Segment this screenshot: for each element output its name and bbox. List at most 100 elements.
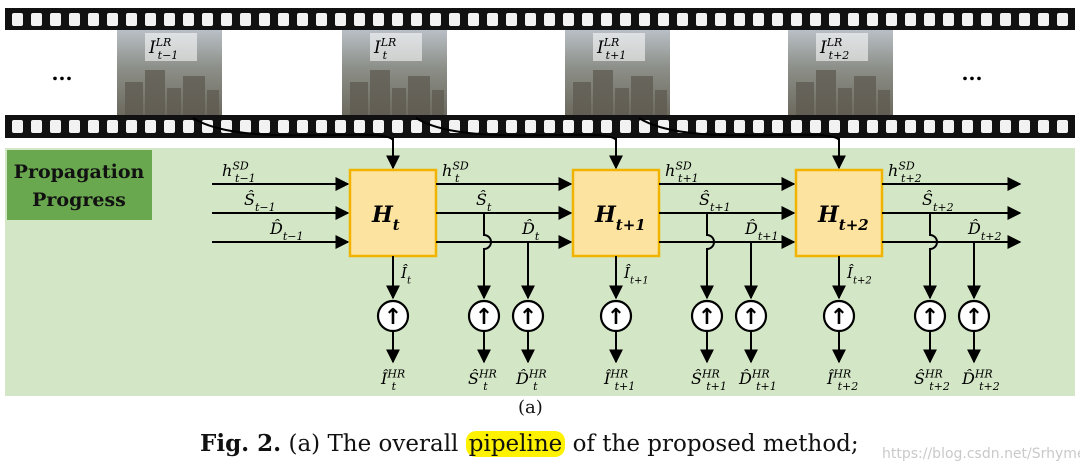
upsample-I-icon: ↑: [822, 299, 856, 333]
sprocket-hole: [715, 13, 726, 26]
sprocket-hole: [753, 13, 764, 26]
propagation-label-line1: Propagation: [14, 161, 145, 183]
sprocket-hole: [810, 13, 821, 26]
sprocket-hole: [981, 13, 992, 26]
sprocket-hole: [943, 13, 954, 26]
sprocket-hole: [12, 120, 23, 133]
building-shape: [878, 90, 890, 115]
sprocket-hole: [202, 13, 213, 26]
sprocket-hole: [962, 120, 973, 133]
upsample-S-icon: ↑: [690, 299, 724, 333]
sprocket-hole: [582, 120, 593, 133]
output-label-s: Ŝt+2: [922, 189, 954, 214]
output-label-I: Ît+2: [846, 264, 872, 286]
H-block-box: [348, 168, 438, 258]
sprocket-hole: [924, 120, 935, 133]
H-block-label: Ht: [371, 202, 400, 234]
sprocket-hole: [753, 120, 764, 133]
sprocket-hole: [658, 13, 669, 26]
svg-text:↑: ↑: [384, 305, 402, 330]
film-sprockets-top: [12, 13, 1068, 26]
building-shape: [796, 82, 814, 115]
propagation-panel: [5, 148, 1075, 396]
sprocket-hole: [335, 120, 346, 133]
ellipsis-right: ...: [962, 61, 983, 85]
sprocket-hole: [411, 120, 422, 133]
sprocket-hole: [772, 120, 783, 133]
sprocket-hole: [582, 13, 593, 26]
sprocket-hole: [525, 13, 536, 26]
upsample-I-icon: ↑: [376, 299, 410, 333]
sprocket-hole: [563, 13, 574, 26]
svg-text:↑: ↑: [742, 305, 760, 330]
output-label-I: Ît: [400, 264, 412, 286]
upsample-D-icon: ↑: [511, 299, 545, 333]
svg-text:↑: ↑: [519, 305, 537, 330]
sprocket-hole: [487, 120, 498, 133]
sprocket-hole: [316, 13, 327, 26]
sprocket-hole: [278, 13, 289, 26]
ellipsis-left: ...: [52, 61, 73, 85]
sprocket-hole: [487, 13, 498, 26]
building-shape: [615, 88, 629, 115]
frame-link-curve: [638, 117, 840, 141]
sprocket-hole: [829, 13, 840, 26]
sprocket-hole: [1057, 13, 1068, 26]
sprocket-hole: [373, 120, 384, 133]
building-shape: [655, 90, 667, 115]
S-branch-line: [700, 213, 715, 300]
sprocket-hole: [31, 13, 42, 26]
H-block-label: Ht+2: [817, 202, 869, 234]
sprocket-hole: [734, 120, 745, 133]
sprocket-hole: [31, 120, 42, 133]
output-label-I: Ît+1: [623, 264, 649, 286]
sprocket-hole: [1000, 120, 1011, 133]
frame-label-bg: [593, 33, 645, 61]
sprocket-hole: [240, 13, 251, 26]
sprocket-hole: [145, 13, 156, 26]
building-shape: [854, 76, 876, 115]
H-block-box: [571, 168, 661, 258]
building-shape: [573, 82, 591, 115]
sprocket-hole: [354, 120, 365, 133]
sprocket-hole: [107, 120, 118, 133]
sprocket-hole: [715, 120, 726, 133]
figure-caption: Fig. 2. (a) The overall pipeline of the …: [200, 430, 859, 470]
sprocket-hole: [867, 120, 878, 133]
caption-highlight: pipeline: [465, 431, 566, 457]
svg-text:↑: ↑: [475, 305, 493, 330]
frame-label-bg: [370, 33, 422, 61]
film-gap-4: [668, 30, 788, 115]
sprocket-hole: [677, 13, 688, 26]
upsample-D-icon: ↑: [734, 299, 768, 333]
building-shape: [631, 76, 653, 115]
building-shape: [183, 76, 205, 115]
sprocket-hole: [69, 120, 80, 133]
building-shape: [838, 88, 852, 115]
sprocket-hole: [886, 13, 897, 26]
sprocket-hole: [620, 13, 631, 26]
sprocket-hole: [430, 13, 441, 26]
sprocket-hole: [1057, 120, 1068, 133]
S-branch-line: [923, 213, 938, 300]
sprocket-hole: [886, 120, 897, 133]
film-sprockets-bottom: [12, 120, 1068, 133]
upsample-D-icon: ↑: [957, 299, 991, 333]
sprocket-hole: [259, 13, 270, 26]
sprocket-hole: [69, 13, 80, 26]
film-gap-5: [891, 30, 1075, 115]
svg-text:↑: ↑: [921, 305, 939, 330]
sprocket-hole: [525, 120, 536, 133]
building-shape: [167, 88, 181, 115]
sprocket-hole: [164, 120, 175, 133]
sprocket-hole: [88, 120, 99, 133]
